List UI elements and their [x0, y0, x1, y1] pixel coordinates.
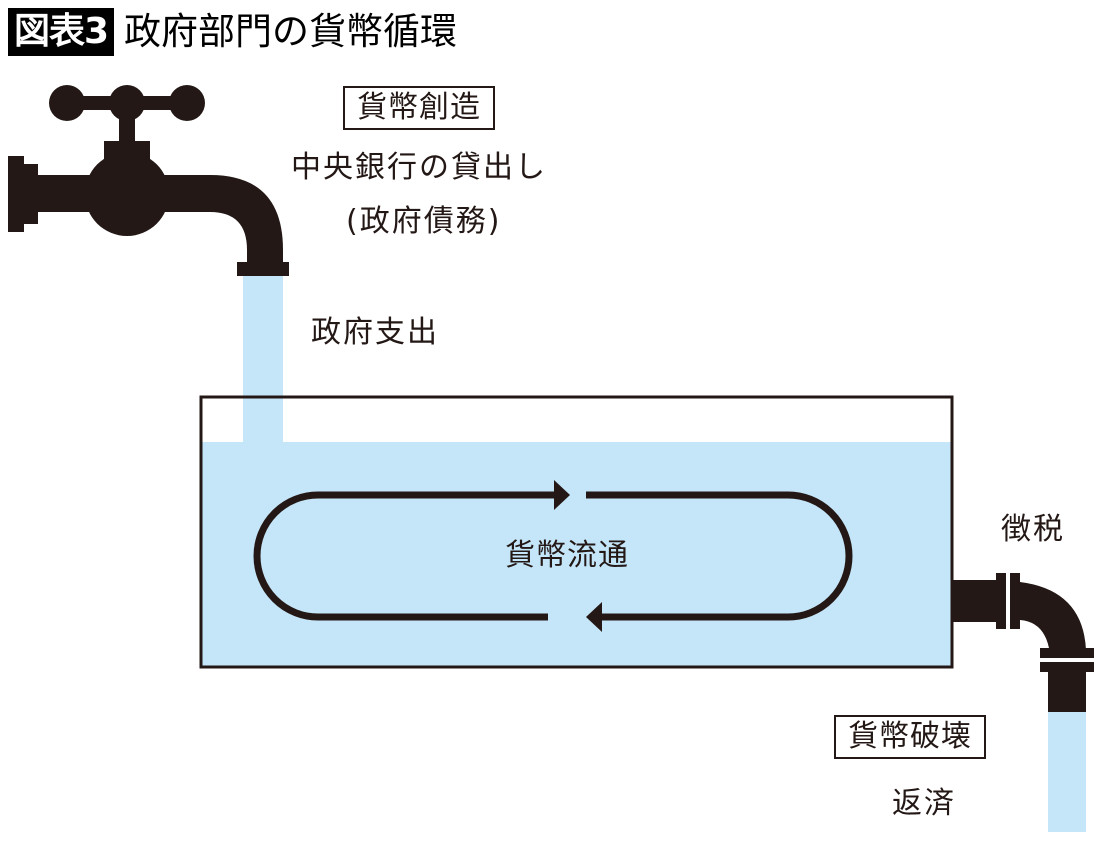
arrow-left-head: [586, 602, 602, 632]
government-spending-label: 政府支出: [311, 315, 439, 350]
drain-pipe-icon: [952, 573, 1094, 712]
water-stream-out: [1048, 712, 1086, 832]
money-destruction-box: 貨幣破壊: [834, 715, 986, 759]
cycle-arrows-icon: [253, 491, 853, 621]
taxation-label: 徴税: [1001, 512, 1065, 547]
tank-outline: [199, 395, 954, 669]
central-bank-lending-label: 中央銀行の貸出し: [291, 150, 547, 185]
tank-water: [201, 442, 952, 667]
water-stream-in: [243, 276, 283, 444]
figure-title: 政府部門の貨幣循環: [124, 10, 457, 53]
money-creation-box: 貨幣創造: [343, 86, 495, 130]
arrow-right-head: [554, 480, 570, 510]
figure-number-badge: 図表3: [8, 8, 115, 56]
money-circulation-label: 貨幣流通: [505, 538, 629, 573]
government-debt-label: (政府債務): [346, 204, 502, 239]
faucet-icon: [8, 85, 289, 276]
repayment-label: 返済: [892, 786, 956, 821]
